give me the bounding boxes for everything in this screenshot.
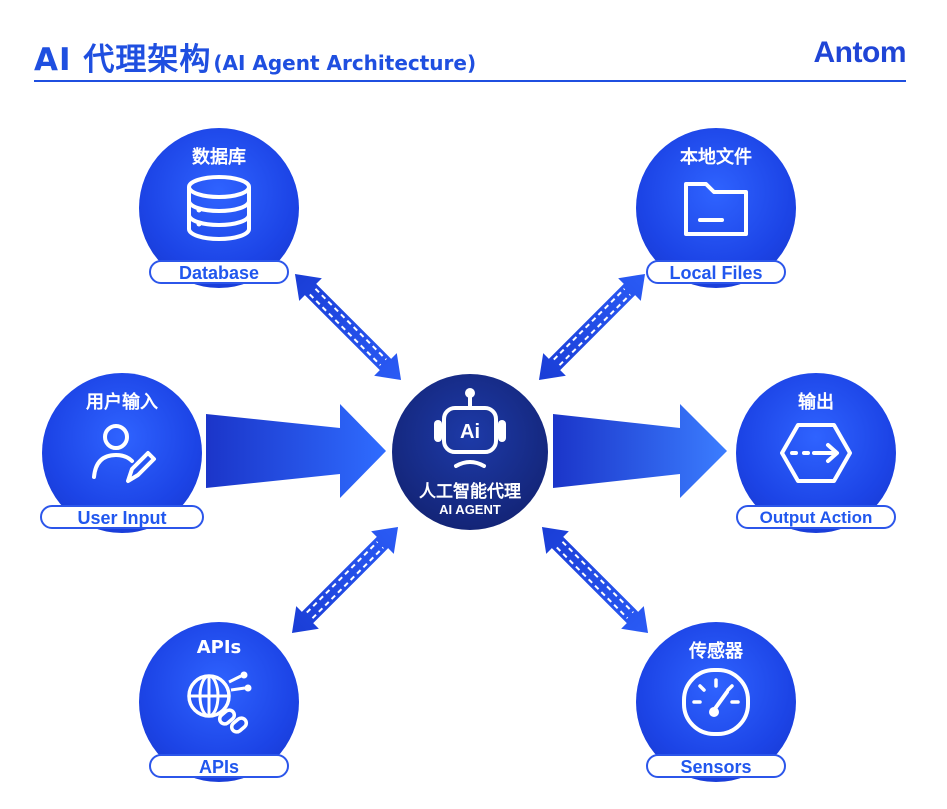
gauge-icon: [682, 668, 750, 736]
output-action-label: Output Action: [736, 505, 896, 529]
api-globe-link-icon: [187, 671, 252, 734]
ai-agent-node: Ai 人工智能代理 AI AGENT: [392, 374, 548, 530]
arrow-database-agent: [294, 273, 402, 381]
sensors-title: 传感器: [689, 641, 743, 662]
database-label: Database: [149, 260, 289, 284]
arrow-agent-to-output: [553, 404, 727, 498]
title-main: AI 代理架构: [34, 42, 212, 78]
output-action-title: 输出: [798, 392, 834, 413]
user-input-title: 用户输入: [86, 392, 158, 413]
database-node: 数据库 Database: [139, 128, 299, 288]
page-title: AI 代理架构(AI Agent Architecture): [34, 34, 476, 79]
ai-agent-title: 人工智能代理: [419, 482, 521, 502]
user-input-label: User Input: [40, 505, 204, 529]
exit-arrow-icon: [780, 423, 852, 483]
header: AI 代理架构(AI Agent Architecture) Antom: [34, 34, 907, 79]
local-files-title: 本地文件: [680, 147, 752, 168]
apis-label: APIs: [149, 754, 289, 778]
sensors-label: Sensors: [646, 754, 786, 778]
title-sub: (AI Agent Architecture): [213, 51, 477, 75]
local-files-label: Local Files: [646, 260, 786, 284]
ai-agent-subtitle: AI AGENT: [439, 502, 501, 517]
robot-icon-text: Ai: [460, 421, 480, 443]
robot-icon: Ai: [434, 388, 506, 468]
user-input-node: 用户输入 User Input: [40, 373, 204, 533]
output-action-node: 输出 Output Action: [736, 373, 896, 533]
header-divider: [34, 80, 906, 82]
brand-logo: Antom: [813, 36, 907, 69]
arrow-user-input-to-agent: [206, 404, 386, 498]
apis-title: APIs: [196, 637, 242, 658]
database-title: 数据库: [192, 147, 246, 168]
database-icon: [187, 175, 251, 241]
arrow-localfiles-agent: [538, 273, 646, 381]
arrow-apis-agent: [291, 526, 399, 634]
folder-icon: [684, 182, 748, 236]
sensors-node: 传感器 Sensors: [636, 622, 796, 782]
arrow-sensors-agent: [541, 526, 649, 634]
user-edit-icon: [92, 424, 156, 483]
apis-node: APIs APIs: [139, 622, 299, 782]
local-files-node: 本地文件 Local Files: [636, 128, 796, 288]
